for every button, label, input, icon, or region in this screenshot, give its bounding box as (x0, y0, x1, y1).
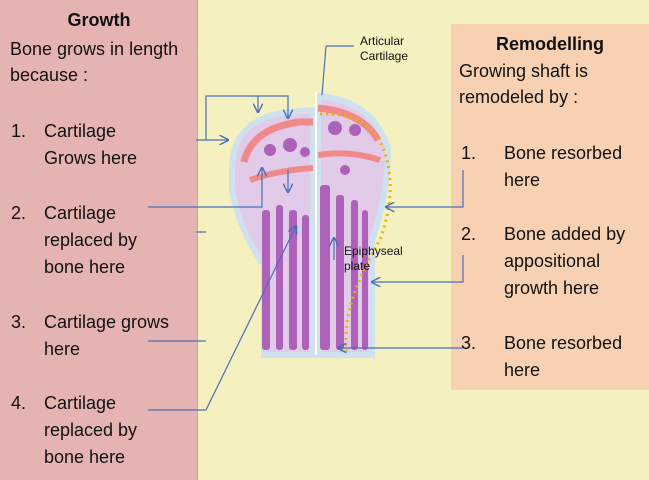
remodelling-item-number: 3. (461, 333, 477, 353)
growth-item-number: 4. (11, 393, 27, 413)
articular-pointer (321, 45, 327, 96)
growth-item-number: 3. (11, 312, 27, 332)
articular-cartilage-label: Articular Cartilage (360, 34, 408, 63)
remodelling-item-text: Bone resorbed here (504, 143, 623, 190)
growth-plate-left (249, 165, 314, 183)
growth-plate-right (317, 150, 381, 163)
remodelling-item-text: Bone resorbed here (504, 333, 623, 380)
remodelling-title: Remodelling (495, 34, 604, 54)
remodelling-item-number: 2. (461, 224, 477, 244)
remodelling-item-number: 1. (461, 143, 477, 163)
growth-panel: Growth Bone grows in length because : 1.… (0, 0, 198, 480)
growth-title: Growth (67, 10, 131, 30)
remodelling-panel: Remodelling Growing shaft is remodeled b… (451, 24, 649, 390)
growth-item-text: Cartilage replaced by bone here (44, 393, 138, 467)
growth-item-number: 2. (11, 203, 27, 223)
remodelling-intro: Growing shaft is remodeled by : (459, 61, 589, 107)
growth-item-text: Cartilage grows here (44, 312, 170, 359)
growth-item-number: 1. (11, 121, 27, 141)
articular-cartilage-left (240, 118, 313, 163)
articular-cartilage-label-line: Cartilage (360, 49, 408, 63)
remodelling-arrows (334, 170, 464, 348)
growth-item-text: Cartilage replaced by bone here (44, 203, 138, 277)
growth-arrows (148, 95, 296, 411)
remodelling-outline (319, 112, 392, 354)
growth-intro: Bone grows in length because : (10, 39, 179, 85)
remodelling-item-text: Bone added by appositional growth here (504, 224, 626, 298)
epiphyseal-plate-label: Epiphyseal plate (344, 244, 403, 273)
growth-item-text: Cartilage Grows here (44, 121, 138, 168)
bone-trabeculae (262, 121, 368, 350)
